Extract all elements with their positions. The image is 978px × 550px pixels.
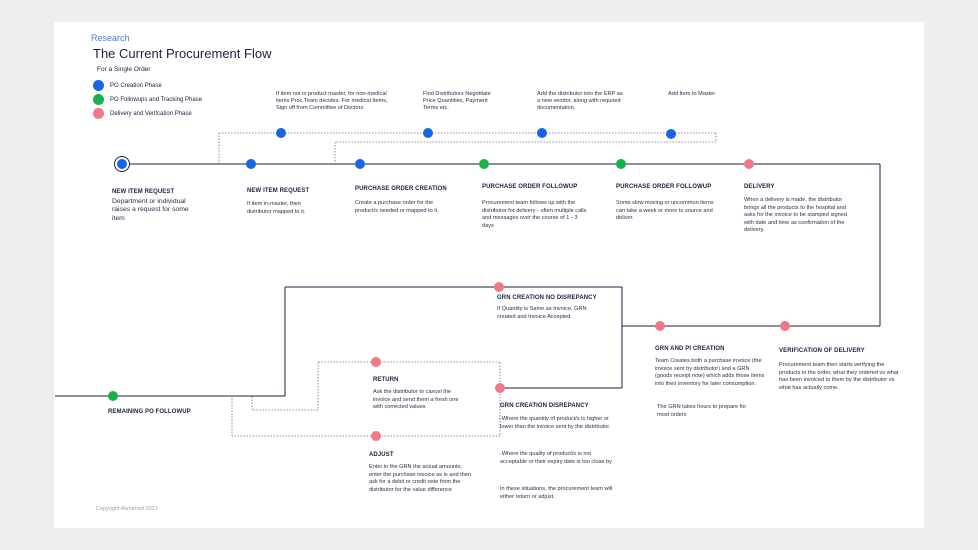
step-title-po-followup-2: PURCHASE ORDER FOLLOWUP bbox=[616, 184, 712, 190]
step-body-po-followup-2: Some slow moving or uncommon items can t… bbox=[616, 200, 714, 222]
step-title-po-followup-1: PURCHASE ORDER FOLLOWUP bbox=[482, 184, 578, 190]
start-node-inner bbox=[117, 159, 127, 169]
node-delivery bbox=[744, 159, 754, 169]
step-body-return: Ask the distributor to cancel the invoic… bbox=[373, 389, 459, 411]
step-body-grn-disrepancy-2: -Where the quality of product/s is not a… bbox=[500, 451, 612, 465]
node-adjust bbox=[371, 431, 381, 441]
node-grn-no-disrepancy bbox=[494, 282, 504, 292]
step-body-grn-no-disrepancy: If Quantity is Same as Invoice, GRN crea… bbox=[497, 306, 587, 320]
node-return bbox=[371, 357, 381, 367]
node-po-followup-2 bbox=[616, 159, 626, 169]
step-body-grn-pi: Team Creates both a purchase invoice (th… bbox=[655, 358, 765, 387]
step-title-return: RETURN bbox=[373, 377, 399, 383]
node-grn-disrepancy bbox=[495, 383, 505, 393]
legend-dot-po-followups bbox=[93, 94, 104, 105]
page-subtitle: For a Single Order bbox=[97, 66, 151, 73]
step-title-new-item-request-1: NEW ITEM REQUEST bbox=[112, 189, 175, 195]
step-note-grn-pi: The GRN takes hours to prepare for most … bbox=[657, 404, 747, 418]
copyright-text: Copyright Akriamed 2021 bbox=[96, 506, 158, 512]
legend-label-po-followups: PO Followups and Tracking Phase bbox=[110, 97, 203, 103]
node-new-item-request-2 bbox=[246, 159, 256, 169]
step-title-po-creation: PURCHASE ORDER CREATION bbox=[355, 186, 447, 192]
node-note-product-master bbox=[276, 128, 286, 138]
step-title-delivery: DELIVERY bbox=[744, 184, 775, 190]
node-note-find-distributors bbox=[423, 128, 433, 138]
step-body-po-followup-1: Procurement team follows up with the dis… bbox=[482, 200, 587, 229]
node-verification bbox=[780, 321, 790, 331]
step-title-grn-pi: GRN AND PI CREATION bbox=[655, 346, 725, 352]
step-title-adjust: ADJUST bbox=[369, 452, 394, 458]
step-title-verification: VERIFICATION OF DELIVERY bbox=[779, 348, 865, 354]
note-add-item: Add Item to Master bbox=[668, 91, 716, 97]
node-note-add-item bbox=[666, 129, 676, 139]
note-find-distributors: Find Distributors Negotitate Price Quant… bbox=[423, 91, 491, 112]
step-body-adjust: Enter in the GRN the actual amounts, ent… bbox=[369, 464, 471, 493]
step-body-grn-disrepancy-1: -Where the quantity of product/s is high… bbox=[500, 416, 611, 430]
diagram-canvas bbox=[54, 22, 924, 528]
step-title-grn-no-disrepancy: GRN CREATION NO DISREPANCY bbox=[497, 295, 597, 301]
legend-dot-po-creation bbox=[93, 80, 104, 91]
note-product-master: If item not in product master, for non-m… bbox=[276, 91, 388, 112]
node-po-creation bbox=[355, 159, 365, 169]
step-body-new-item-request-1: Department or individual raises a reques… bbox=[112, 198, 189, 222]
step-title-grn-disrepancy: GRN CREATION DISREPANCY bbox=[500, 403, 589, 409]
step-body-grn-disrepancy-3: In these situations, the procurement tea… bbox=[500, 486, 613, 500]
node-remaining-followup bbox=[108, 391, 118, 401]
legend-label-po-creation: PO Creation Phase bbox=[110, 83, 162, 89]
node-note-add-distributor bbox=[537, 128, 547, 138]
node-po-followup-1 bbox=[479, 159, 489, 169]
legend-label-delivery: Delivery and Verifcation Phase bbox=[110, 111, 192, 117]
note-add-distributor: Add the distributor into the ERP as a ne… bbox=[537, 91, 623, 112]
step-body-delivery: When a delivery is made, the distributor… bbox=[744, 197, 847, 234]
node-grn-pi bbox=[655, 321, 665, 331]
step-title-remaining-followup: REMAINING PO FOLLOWUP bbox=[108, 409, 191, 415]
step-title-new-item-request-2: NEW ITEM REQUEST bbox=[247, 188, 310, 194]
section-label: Research bbox=[91, 33, 130, 43]
step-body-new-item-request-2: If item in-master, then distributor mapp… bbox=[247, 201, 306, 215]
step-body-po-creation: Create a purchase order for the product/… bbox=[355, 200, 439, 214]
legend-dot-delivery bbox=[93, 108, 104, 119]
step-body-verification: Procurement team then starts verifying t… bbox=[779, 362, 899, 391]
page-title: The Current Procurement Flow bbox=[93, 46, 272, 61]
